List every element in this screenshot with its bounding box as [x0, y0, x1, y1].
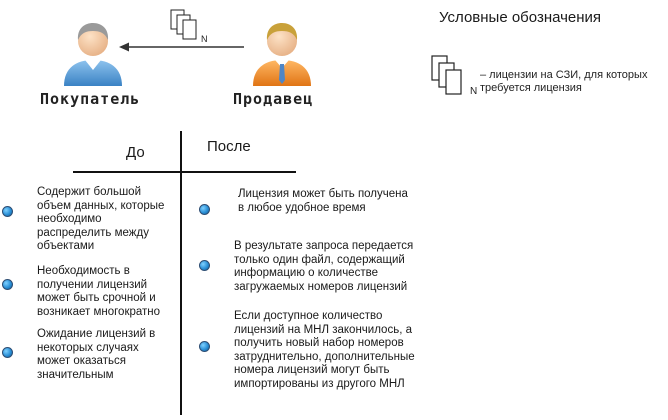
- before-item-1: Содержит большой объем данных, которые н…: [37, 186, 165, 252]
- after-item-3: Если доступное количество лицензий на МН…: [234, 310, 415, 390]
- bullet-icon: [2, 279, 13, 290]
- seller-person-icon: [253, 23, 311, 86]
- license-documents-icon: [170, 9, 197, 40]
- after-column-header: После: [207, 138, 251, 155]
- legend-icon-letter: N: [470, 86, 478, 97]
- before-item-3: Ожидание лицензий в некоторых случаях мо…: [37, 328, 156, 381]
- legend-documents-icon: [431, 55, 462, 95]
- bullet-icon: [2, 206, 13, 217]
- after-item-1: Лицензия может быть получена в любое удо…: [238, 188, 408, 214]
- arrow-left-icon: [119, 42, 244, 52]
- before-column-header: До: [126, 144, 145, 161]
- bullet-icon: [199, 341, 210, 352]
- document-count-letter: N: [201, 34, 208, 44]
- legend-description: – лицензии на СЗИ, для которых требуется…: [480, 69, 648, 94]
- seller-label: Продавец: [233, 90, 314, 108]
- legend-title: Условные обозначения: [439, 9, 602, 26]
- after-item-2: В результате запроса передается только о…: [234, 240, 414, 293]
- before-item-2: Необходимость в получении лицензий может…: [37, 265, 161, 318]
- bullet-icon: [199, 260, 210, 271]
- buyer-person-icon: [64, 23, 122, 86]
- bullet-icon: [2, 347, 13, 358]
- bullet-icon: [199, 204, 210, 215]
- buyer-label: Покупатель: [40, 90, 141, 108]
